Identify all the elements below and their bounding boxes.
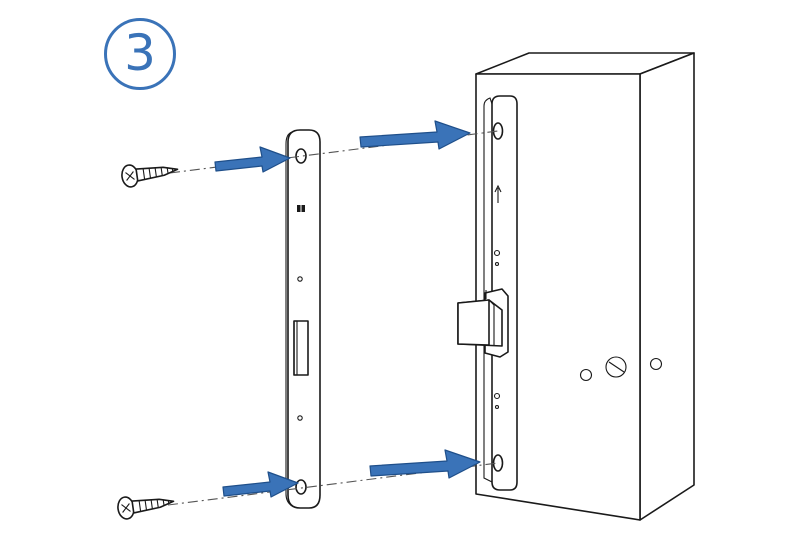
faceplate-logo-mark [297, 205, 305, 212]
arrow-faceplate-to-body-top [359, 120, 471, 150]
faceplate-bottom-screw-hole [295, 479, 307, 495]
lock-body-hole-right [649, 357, 663, 371]
arrow-faceplate-to-body-bottom [369, 449, 481, 479]
latch-bolt [457, 288, 509, 358]
faceplate [285, 129, 321, 509]
faceplate-top-screw-hole [295, 148, 307, 164]
spindle-hole [605, 356, 627, 378]
lock-body-hole-left [579, 368, 593, 382]
screw-top [121, 164, 179, 188]
alignment-lines [167, 130, 499, 506]
screw-bottom [117, 496, 175, 520]
latch-opening [293, 320, 309, 376]
mounted-top-screw-hole [492, 122, 504, 140]
arrow-screw-to-faceplate-top [214, 146, 291, 173]
step-number-badge: 3 [104, 18, 176, 90]
step-number-text: 3 [124, 24, 156, 82]
arrow-screw-to-faceplate-bottom [222, 471, 299, 498]
mounted-bottom-screw-hole [492, 454, 504, 472]
